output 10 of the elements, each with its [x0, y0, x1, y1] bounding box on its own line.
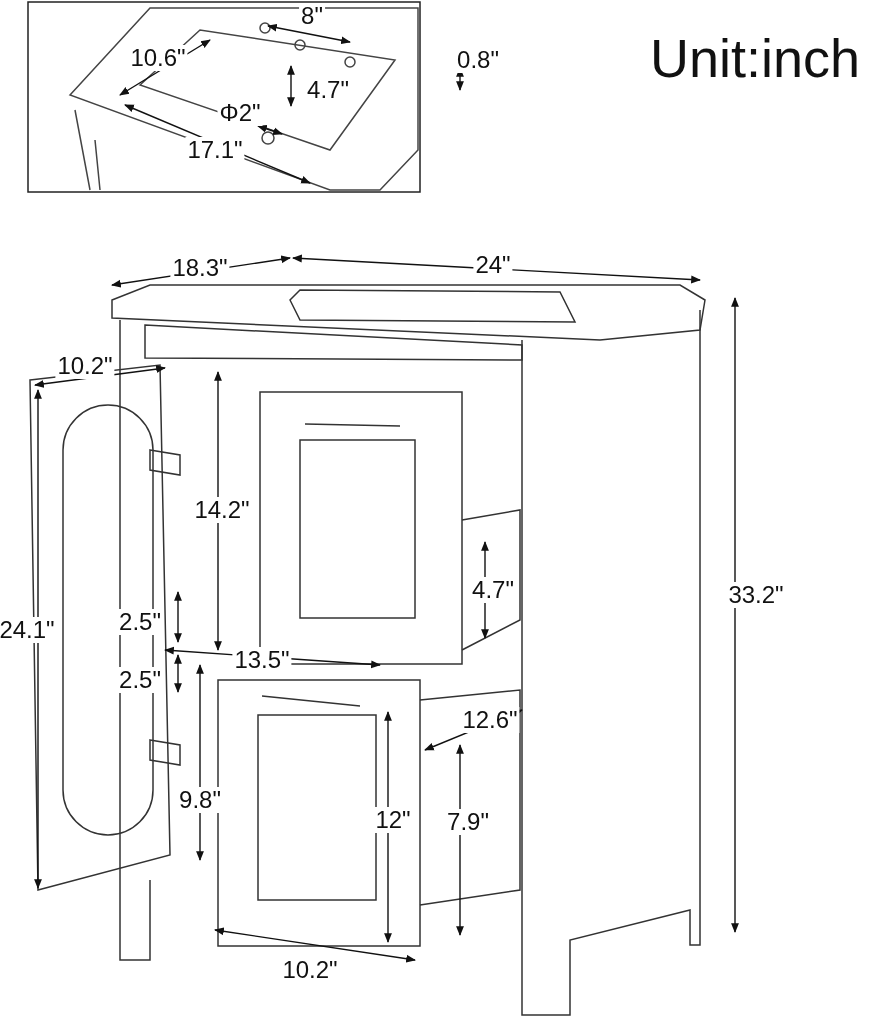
unit-note: Unit:inch: [649, 27, 861, 89]
dimension-label: 33.2": [726, 582, 786, 608]
dimension-label: 24.1": [0, 617, 57, 643]
dimension-label: 17.1": [185, 137, 245, 163]
dimension-label: 12": [373, 807, 413, 833]
dimension-label: 9.8": [177, 787, 223, 813]
dimension-label: 2.5": [117, 609, 163, 635]
dimension-label: 2.5": [117, 667, 163, 693]
dimension-label: 4.7": [470, 577, 516, 603]
dimension-label: 7.9": [445, 809, 491, 835]
